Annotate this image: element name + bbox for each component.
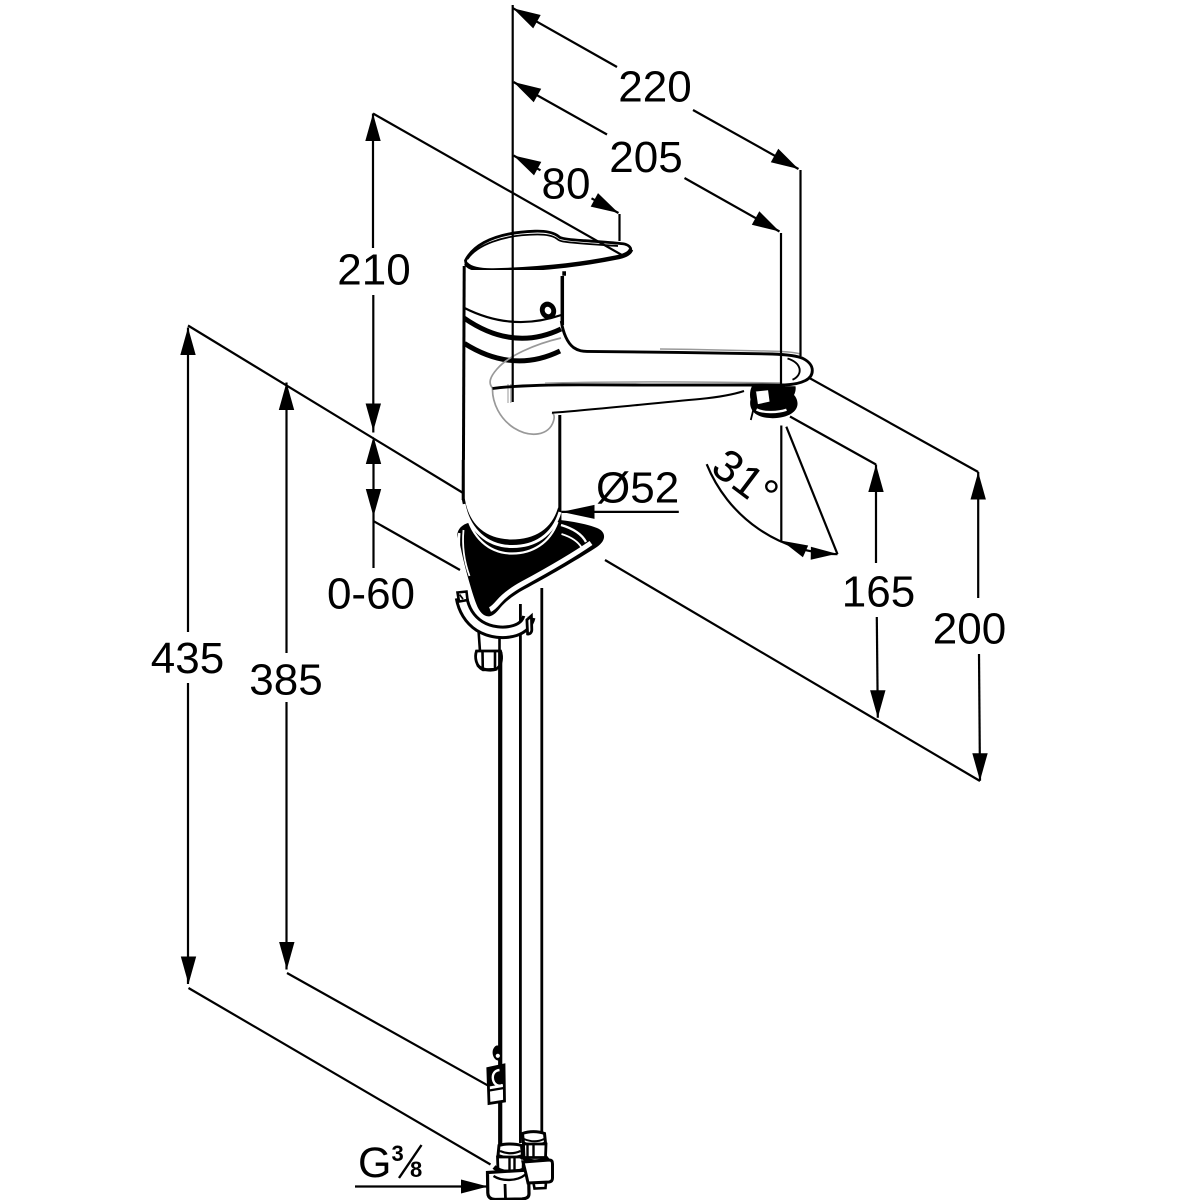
svg-text:3: 3 bbox=[392, 1141, 404, 1166]
svg-text:385: 385 bbox=[249, 656, 322, 705]
svg-text:0-60: 0-60 bbox=[327, 570, 415, 619]
svg-text:80: 80 bbox=[542, 160, 591, 209]
svg-text:G: G bbox=[358, 1139, 391, 1187]
svg-text:205: 205 bbox=[609, 133, 682, 182]
svg-text:Ø52: Ø52 bbox=[596, 464, 679, 513]
svg-text:435: 435 bbox=[151, 634, 224, 683]
svg-text:165: 165 bbox=[842, 568, 915, 617]
svg-text:8: 8 bbox=[410, 1157, 422, 1182]
svg-text:210: 210 bbox=[337, 246, 410, 295]
svg-text:220: 220 bbox=[618, 63, 691, 112]
svg-text:200: 200 bbox=[933, 605, 1006, 654]
